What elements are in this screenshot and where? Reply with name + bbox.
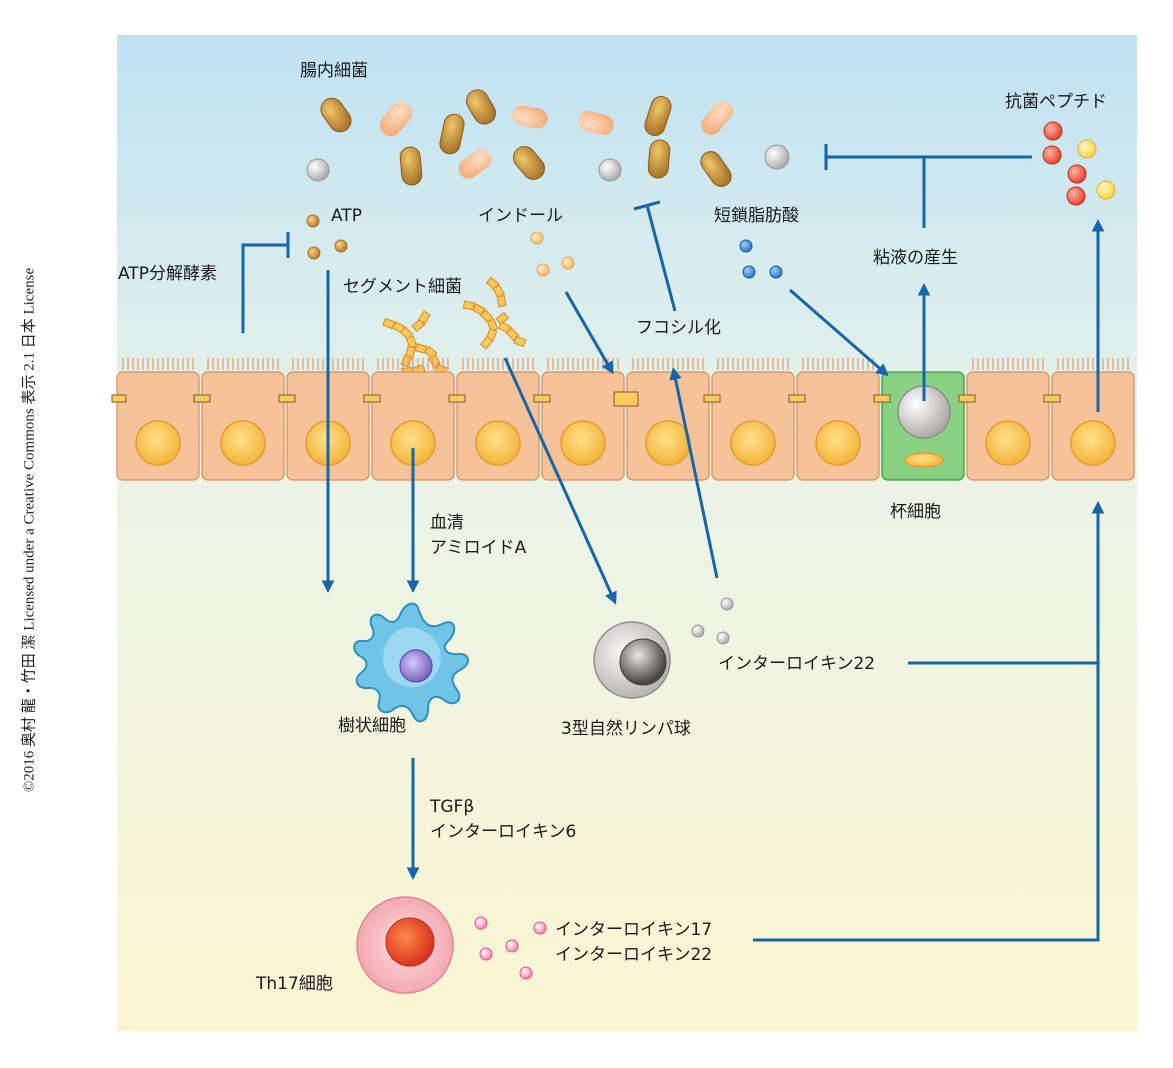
label-ilc3: 3型自然リンパ球 (561, 719, 691, 739)
label-il22-ilc3: インターロイキン22 (718, 654, 875, 674)
label-scfa: 短鎖脂肪酸 (714, 206, 799, 226)
rod-bacteria-icon (320, 89, 733, 187)
il22-molecules-ilc3 (691, 597, 734, 645)
indole-molecules (530, 231, 575, 277)
epithelial-nuclei (135, 420, 1116, 466)
label-fucosylation: フコシル化 (636, 318, 721, 338)
atp-molecules (306, 214, 348, 260)
label-tgf-line2: インターロイキン6 (430, 822, 576, 842)
diagram-labels: 腸内細菌 抗菌ペプチド ATP インドール 短鎖脂肪酸 粘液の産生 ATP分解酵… (118, 61, 1107, 994)
il17-molecules (474, 916, 547, 980)
label-saa-line1: 血清 (430, 513, 464, 533)
label-antimicrobial-peptide: 抗菌ペプチド (1005, 92, 1107, 112)
scfa-molecules (739, 239, 783, 279)
lymphocyte-icon (593, 621, 671, 699)
label-gut-bacteria: 腸内細菌 (300, 61, 368, 81)
label-th17: Th17細胞 (255, 974, 333, 994)
label-atp: ATP (331, 206, 362, 226)
epithelial-layer (111, 358, 1135, 481)
label-saa-line2: アミロイドA (430, 538, 527, 558)
label-segmented-bacteria: セグメント細菌 (343, 277, 462, 297)
antimicrobial-peptides (1042, 121, 1116, 206)
dendritic-cell-icon (353, 602, 469, 723)
label-indole: インドール (478, 206, 563, 226)
label-il17-line2: インターロイキン22 (555, 945, 712, 965)
background-panel (117, 35, 1137, 1031)
label-dendritic-cell: 樹状細胞 (338, 716, 406, 736)
label-atp-degrading-enzyme: ATP分解酵素 (118, 264, 217, 284)
label-goblet-cell: 杯細胞 (890, 502, 941, 522)
pathway-arrows (241, 144, 1105, 942)
copyright-text: ©2016 奥村 龍・竹田 潔 Licensed under a Creativ… (21, 267, 38, 793)
label-mucus-production: 粘液の産生 (873, 248, 958, 268)
label-tgf-line1: TGFβ (429, 797, 474, 817)
goblet-cell-icon (881, 371, 965, 481)
tight-junctions (111, 391, 1061, 407)
gut-bacteria-cluster (306, 89, 790, 187)
th17-cell-icon (356, 896, 454, 994)
label-il17-line1: インターロイキン17 (555, 920, 712, 940)
